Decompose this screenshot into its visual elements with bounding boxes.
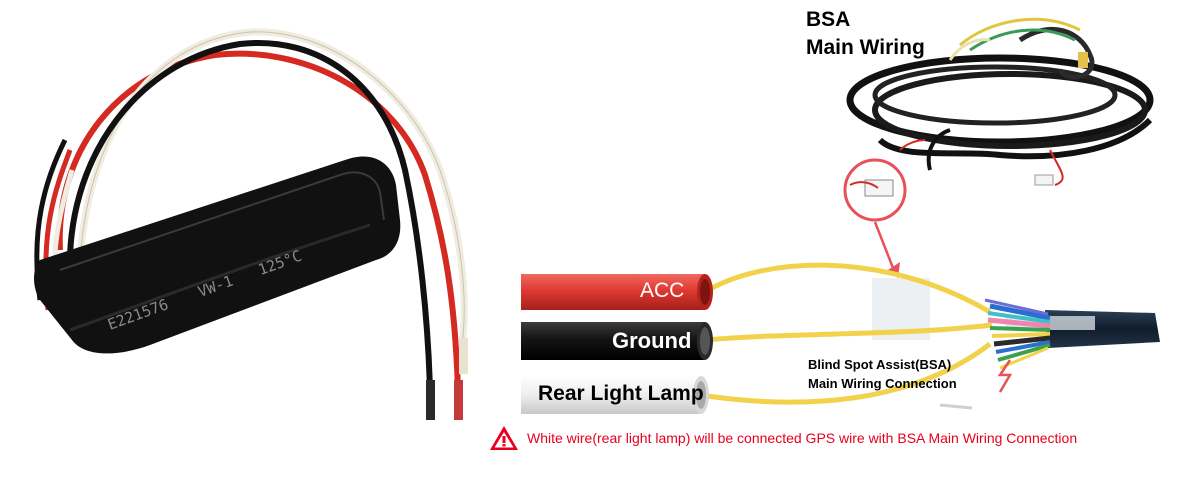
bsa-harness-photo xyxy=(843,17,1154,278)
connection-label-line2: Main Wiring Connection xyxy=(808,376,957,391)
link-wire-ground xyxy=(704,322,993,343)
product-red-lead xyxy=(56,50,461,391)
connection-area xyxy=(699,262,1160,410)
wire-tube-acc xyxy=(521,274,713,310)
wire-label-acc: ACC xyxy=(640,279,685,302)
highlight-circle xyxy=(843,158,907,222)
warning-triangle-icon xyxy=(490,426,518,450)
warning-note: White wire(rear light lamp) will be conn… xyxy=(489,425,1077,451)
link-wire-rear-light xyxy=(699,342,992,405)
spark-icon xyxy=(997,359,1013,393)
highlight-pointer-line xyxy=(873,221,895,269)
product-black-lead xyxy=(67,39,433,391)
link-wire-acc xyxy=(703,262,992,315)
relay-product-photo: E221576 VW-1 125°C xyxy=(34,28,468,420)
wire-tube-rear-light xyxy=(521,376,709,414)
wire-label-ground: Ground xyxy=(612,328,692,353)
wire-label-rear-light: Rear Light Lamp xyxy=(538,382,704,405)
bsa-title-line1: BSA xyxy=(806,8,851,31)
bsa-title-line2: Main Wiring xyxy=(806,36,925,59)
fanned-wires xyxy=(984,298,1051,370)
wire-tube-ground xyxy=(521,322,713,360)
product-body xyxy=(34,156,401,354)
warning-text: White wire(rear light lamp) will be conn… xyxy=(527,430,1078,446)
connection-label-line1: Blind Spot Assist(BSA) xyxy=(808,357,952,372)
